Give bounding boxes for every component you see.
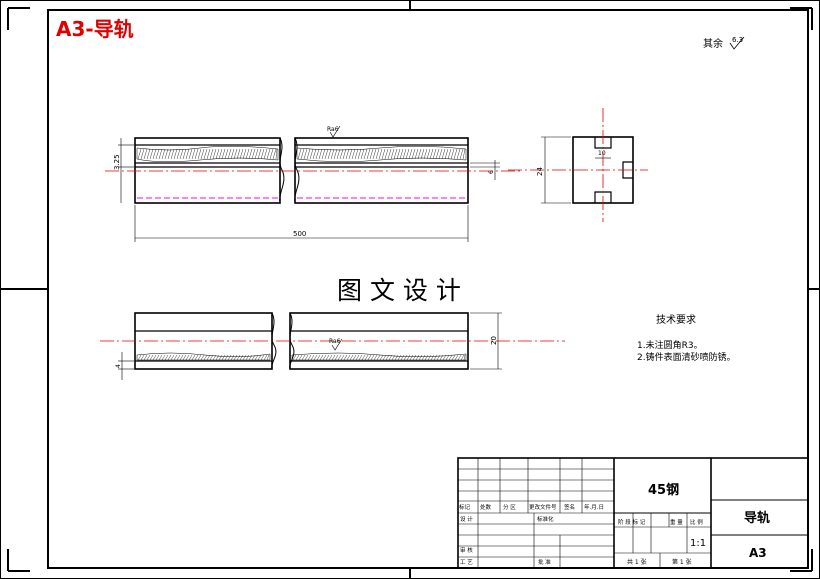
tb-zone: 分 区 <box>503 503 516 511</box>
tb-sheet-no: 第 1 张 <box>672 558 692 566</box>
tb-scale-label: 比 例 <box>690 518 703 526</box>
side-dim-slot: 10 <box>598 150 606 157</box>
tb-approve: 批 准 <box>538 558 551 566</box>
title-block-labels: 标记 处数 分 区 更改文件号 签名 年.月.日 设 计 标准化 审 核 工 艺… <box>459 482 770 566</box>
bottom-roughness: Ra6 <box>329 338 343 351</box>
bottom-dimensions <box>118 312 502 380</box>
roughness-symbol-icon <box>729 36 745 50</box>
hatch-lines <box>137 148 466 361</box>
roughness-prefix: 其余 <box>703 37 723 50</box>
title-block <box>457 457 809 569</box>
tb-date: 年.月.日 <box>584 503 604 511</box>
corner-marks <box>7 7 813 572</box>
tb-design: 设 计 <box>460 515 473 523</box>
bottom-dim-height: 20 <box>490 336 498 345</box>
bottom-roughness-label: Ra6 <box>329 338 341 345</box>
tb-signature: 签名 <box>564 503 575 511</box>
roughness-value: 6.3 <box>732 36 743 44</box>
tb-mark: 标记 <box>459 503 471 511</box>
front-roughness-label: Ra6 <box>327 126 339 133</box>
tech-requirements: 技术要求 1.未注圆角R3。 2.铸件表面清砂喷防锈。 <box>637 313 736 363</box>
tb-change-doc: 更改文件号 <box>529 503 557 511</box>
front-dim-length: 500 <box>293 230 306 238</box>
tb-stage-marks: 阶 段 标 记 <box>618 518 646 526</box>
front-dim-height: 3.25 <box>113 154 121 170</box>
front-section-hatch <box>136 145 467 163</box>
tb-sheets-total: 共 1 张 <box>627 558 647 566</box>
tb-count: 处数 <box>480 503 492 511</box>
tb-scale: 1:1 <box>690 538 706 549</box>
tb-part-name: 导轨 <box>744 510 770 526</box>
tb-material: 45钢 <box>648 482 679 498</box>
front-roughness-icon <box>329 125 341 138</box>
tech-item-1: 1.未注圆角R3。 <box>637 339 703 351</box>
watermark-text: 图 文 设 计 <box>337 276 461 305</box>
tb-process: 工 艺 <box>460 559 473 566</box>
tb-standardize: 标准化 <box>537 515 554 523</box>
tb-size: A3 <box>749 546 767 560</box>
bottom-section-hatch <box>136 352 467 361</box>
front-dim-slot: 6 <box>488 170 495 174</box>
tb-weight: 重 量 <box>670 518 683 526</box>
front-view <box>134 137 469 204</box>
front-dimensions <box>118 138 500 242</box>
front-roughness: Ra6 <box>327 125 341 138</box>
general-roughness-note: 其余 6.3 <box>703 36 745 50</box>
bottom-break-lines <box>271 312 295 370</box>
tech-item-2: 2.铸件表面清砂喷防锈。 <box>637 351 736 363</box>
bottom-dim-small: 4 <box>115 364 122 368</box>
sheet-label: A3-导轨 <box>56 17 134 41</box>
side-dim-height: 24 <box>536 167 544 176</box>
bottom-roughness-icon <box>331 338 343 351</box>
tech-heading: 技术要求 <box>656 313 696 326</box>
side-dimensions <box>541 136 611 204</box>
tb-review: 审 核 <box>460 546 473 554</box>
